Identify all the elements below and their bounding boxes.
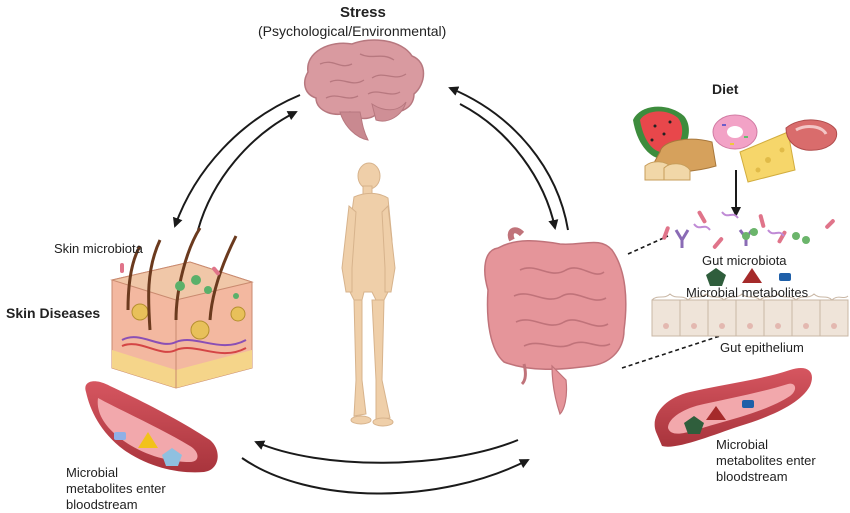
right-bloodstream-line-1: Microbial bbox=[716, 437, 769, 452]
right-blood-vessel bbox=[654, 367, 812, 447]
left-bloodstream-line-2: metabolites enter bbox=[66, 481, 166, 496]
skin-section bbox=[110, 227, 254, 389]
skin-diseases-label: Skin Diseases bbox=[6, 305, 101, 321]
arrow-skin-to-brain bbox=[197, 111, 298, 231]
stress-title: Stress bbox=[340, 4, 386, 21]
intestine-illustration bbox=[484, 227, 627, 416]
arrow-brain-to-gut bbox=[459, 103, 559, 230]
cycle-arrows bbox=[172, 86, 741, 495]
diet-label: Diet bbox=[712, 81, 739, 97]
dashed-connector-top bbox=[627, 235, 669, 255]
stress-subtitle: (Psychological/Environmental) bbox=[258, 23, 447, 39]
metabolite-square-left bbox=[114, 432, 126, 440]
arrow-gut-to-brain bbox=[448, 86, 569, 231]
microbial-metabolites-label: Microbial metabolites bbox=[686, 285, 809, 300]
meat-steak bbox=[785, 119, 838, 151]
left-bloodstream-line-3: bloodstream bbox=[66, 497, 138, 512]
left-blood-vessel bbox=[85, 381, 218, 473]
gut-microbiota-label: Gut microbiota bbox=[702, 253, 787, 268]
diet-foods bbox=[633, 106, 838, 183]
metabolite-pentagon-left bbox=[162, 448, 182, 466]
left-bloodstream-line-1: Microbial bbox=[66, 465, 119, 480]
right-bloodstream-label: Microbial metabolites enter bloodstream bbox=[716, 437, 816, 485]
gut-microbiota-cluster bbox=[662, 210, 835, 249]
cheese-wedge bbox=[739, 131, 796, 183]
metabolite-pentagon-right bbox=[684, 416, 704, 434]
skin-microbiota-label: Skin microbiota bbox=[54, 241, 143, 256]
dashed-connector-bottom bbox=[621, 333, 727, 369]
metabolite-triangle-left bbox=[138, 432, 158, 448]
right-bloodstream-line-3: bloodstream bbox=[716, 469, 788, 484]
metabolite-square-gut bbox=[779, 273, 791, 281]
brain-illustration bbox=[303, 39, 425, 141]
metabolite-triangle-gut bbox=[742, 268, 762, 283]
arrow-brain-to-skin bbox=[172, 94, 301, 228]
left-bloodstream-label: Microbial metabolites enter bloodstream bbox=[66, 465, 166, 513]
metabolite-square-right bbox=[742, 400, 754, 408]
metabolite-pentagon-gut bbox=[706, 268, 726, 286]
gut-metabolites bbox=[706, 268, 791, 286]
human-figure bbox=[341, 162, 396, 427]
gut-epithelium-cells bbox=[651, 293, 849, 337]
gut-epithelium-label: Gut epithelium bbox=[720, 340, 804, 355]
arrow-skin-to-gut bbox=[241, 457, 530, 495]
right-bloodstream-line-2: metabolites enter bbox=[716, 453, 816, 468]
arrow-gut-to-skin bbox=[254, 439, 519, 464]
metabolite-triangle-right bbox=[706, 406, 726, 420]
